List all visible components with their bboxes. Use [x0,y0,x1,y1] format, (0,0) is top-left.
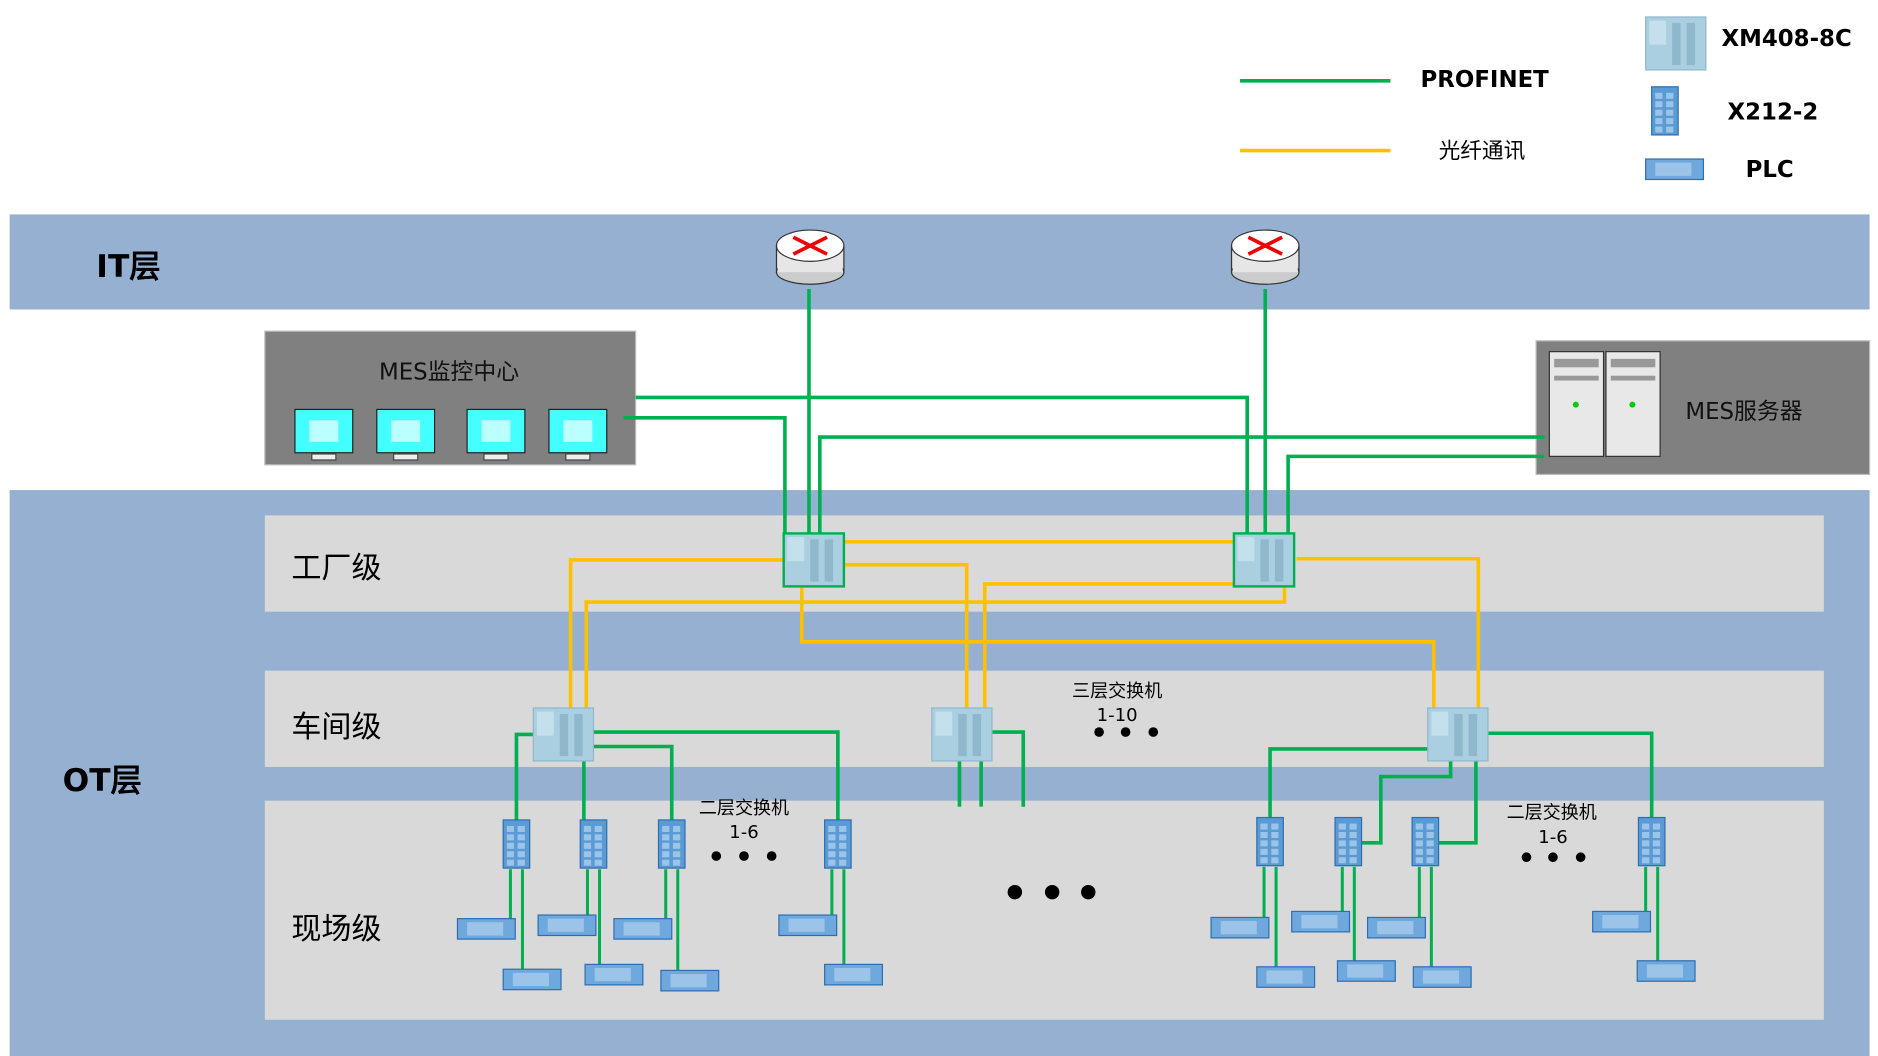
xm408-8c-switch-icon [1427,707,1489,762]
x212-2-switch-icon [1651,86,1679,136]
plc-icon [502,968,562,991]
plc-icon [1636,960,1696,982]
fiber-link [982,582,1248,711]
monitor-icon [548,408,608,461]
router-icon [1230,229,1300,285]
plc-icon [1645,158,1705,181]
it-layer-label: IT层 [96,249,160,285]
profinet-link [818,435,1545,536]
xm408-8c-switch-icon [532,707,595,762]
plc-icon [1256,966,1316,988]
ellipsis-dot [1094,727,1104,737]
ellipsis-dot [711,851,722,861]
plc-icon [1412,966,1472,988]
fiber-link [830,562,969,711]
ellipsis-dot [1120,727,1131,737]
fiber-link [584,587,1287,711]
profinet-link [1268,747,1435,818]
legend-x212-icon [1651,86,1679,136]
fiber-link [1296,556,1481,711]
legend-x212-label: X212-2 [1728,99,1819,125]
l3-switch-range: 1-10 [1097,705,1138,726]
legend-fiber-label: 光纤通讯 [1439,139,1526,164]
profinet-link [577,744,674,820]
l2-switch-left-range: 1-6 [729,822,758,843]
monitor-icon [376,408,436,461]
profinet-link [1432,760,1478,845]
workshop-level-band [264,670,1824,767]
x212-2-switch-icon [824,819,852,869]
plc-icon [660,969,720,992]
ellipsis-dot [739,851,749,861]
ellipsis-dot [1081,884,1096,900]
profinet-link [1360,760,1453,845]
xm408-8c-switch-icon [1232,532,1296,588]
profinet-link [991,730,1026,807]
ellipsis-dot [1548,852,1558,863]
x212-2-switch-icon [579,819,608,869]
factory-level-band [264,515,1824,612]
fiber-link [799,587,1436,711]
mes-center-label: MES监控中心 [379,359,519,385]
l2-switch-right-label: 二层交换机 [1507,803,1597,824]
x212-2-switch-icon [1256,816,1284,867]
profinet-link [593,730,840,820]
plc-icon [1210,916,1270,939]
plc-icon [778,914,838,937]
plc-icon [613,918,673,940]
profinet-link [623,416,787,536]
it-layer-band [9,214,1870,310]
profinet-link [635,395,1249,536]
ellipsis-dot [1148,727,1159,737]
legend-plc-icon [1645,158,1705,181]
l2-switch-right-range: 1-6 [1538,827,1567,848]
plc-icon [1592,910,1652,933]
legend-profinet-label: PROFINET [1421,67,1550,93]
server-icon [1548,351,1661,457]
plc-icon [1336,960,1396,982]
x212-2-switch-icon [502,819,531,869]
profinet-link [1487,731,1654,818]
plc-icon [456,918,516,940]
plc-icon [1291,910,1351,933]
plc-icon [1366,916,1426,939]
legend-xm408-icon [1645,16,1707,71]
ellipsis-dot [1007,884,1023,900]
x212-2-switch-icon [1334,816,1363,867]
x212-2-switch-icon [1637,816,1666,867]
ot-layer-label: OT层 [63,763,142,799]
plc-icon [584,963,644,986]
monitor-icon [294,408,354,461]
ellipsis-dot [1575,852,1586,863]
router-icon [775,229,845,285]
x212-2-switch-icon [657,819,686,869]
legend-xm408-label: XM408-8C [1722,26,1852,52]
plc-icon [824,963,884,986]
legend-plc-label: PLC [1746,157,1794,183]
monitor-icon [466,408,526,461]
xm408-8c-switch-icon [931,707,993,762]
factory-level-label: 工厂级 [291,551,381,586]
field-level-band [264,800,1824,1020]
ellipsis-dot [1521,852,1532,863]
mes-server-label: MES服务器 [1685,399,1802,425]
ellipsis-dot [766,851,777,861]
xm408-8c-switch-icon [782,532,846,588]
l2-switch-left-label: 二层交换机 [699,798,789,819]
fiber-link [568,558,784,711]
plc-icon [537,914,597,937]
ellipsis-dot [1044,884,1060,900]
l3-switch-label: 三层交换机 [1072,681,1162,702]
workshop-level-label: 车间级 [291,710,381,745]
profinet-link [514,732,540,820]
field-level-label: 现场级 [291,912,381,947]
xm408-8c-switch-icon [1645,16,1707,71]
x212-2-switch-icon [1411,816,1440,867]
profinet-link [1286,454,1545,536]
